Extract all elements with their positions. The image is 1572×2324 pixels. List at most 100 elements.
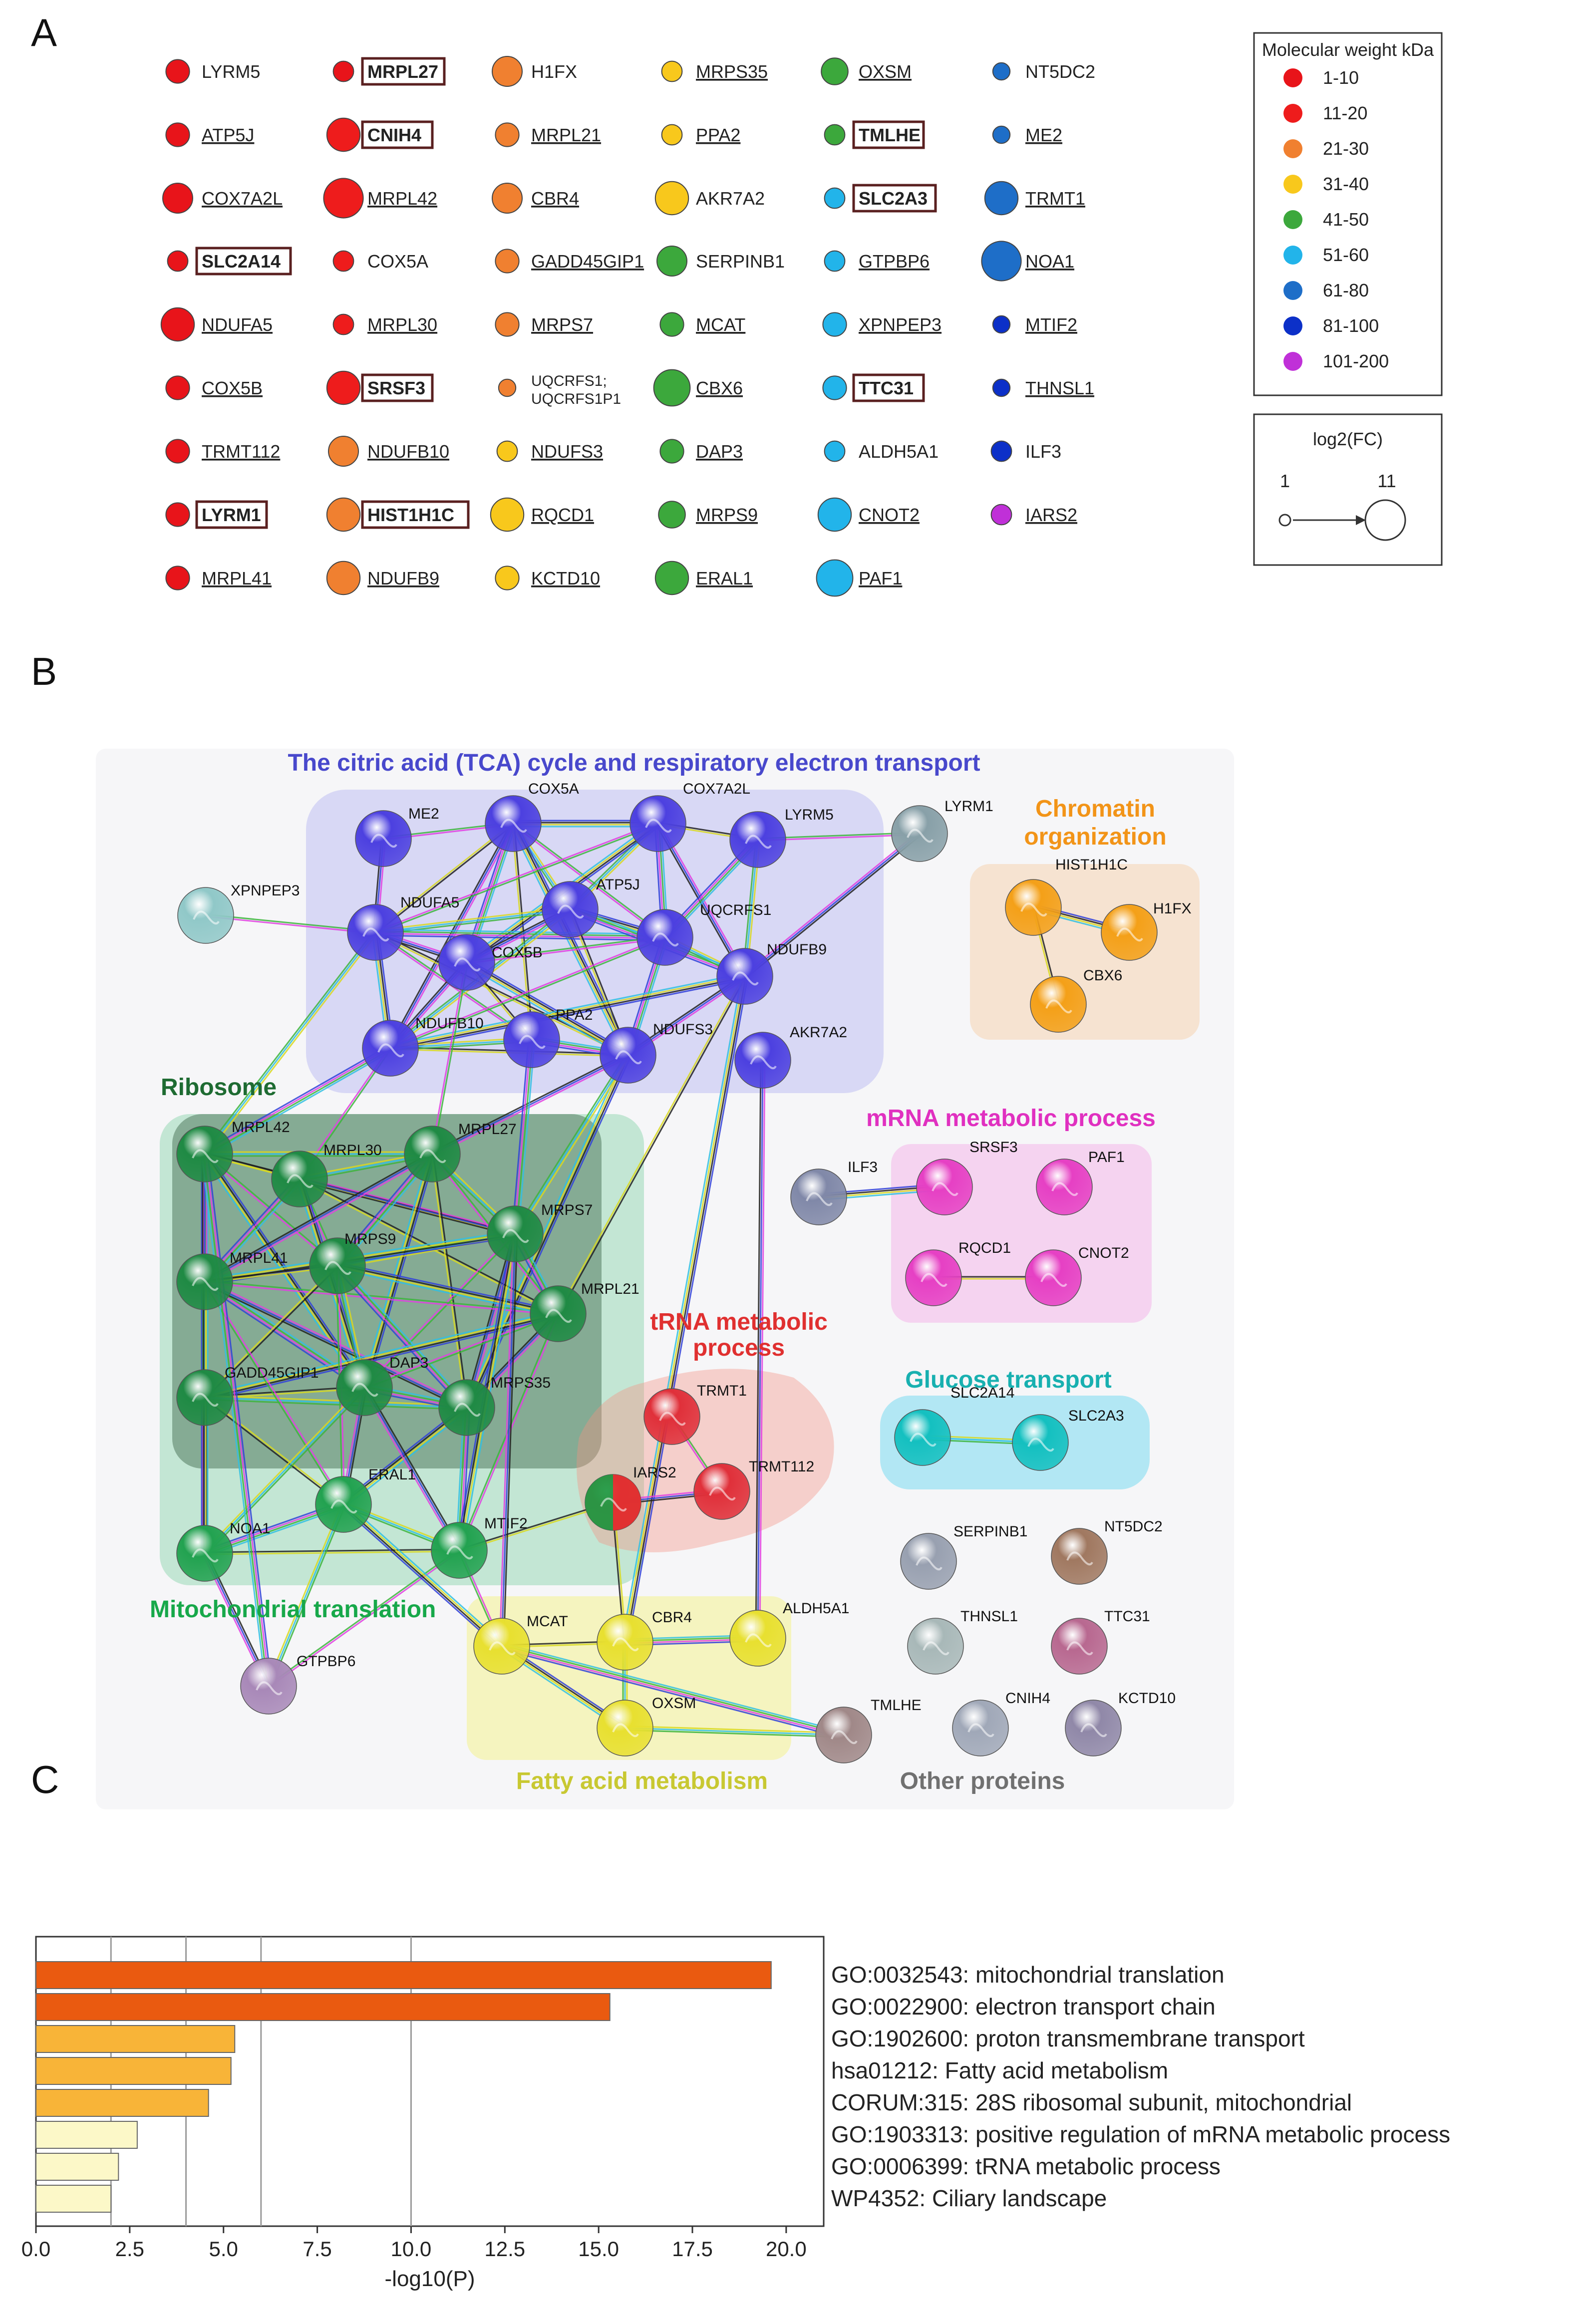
network-edge <box>364 1234 517 1389</box>
protein-marker-aldh5a1 <box>824 440 846 462</box>
network-node-ppa2: PPA2 <box>503 1007 593 1068</box>
protein-marker-ttc31 <box>822 375 847 400</box>
network-edge <box>374 822 658 932</box>
network-node-lyrm1: LYRM1 <box>891 798 993 862</box>
network-node-slc2a3: SLC2A3 <box>1012 1408 1124 1471</box>
network-node-serpinb1: SERPINB1 <box>900 1523 1027 1590</box>
network-edge <box>203 1154 337 1267</box>
network-edge <box>621 975 743 1642</box>
node-structure-glyph <box>745 1633 772 1648</box>
network-node-eral1: ERAL1 <box>315 1466 416 1533</box>
network-node-atp5j: ATP5J <box>542 876 640 938</box>
network-edge <box>204 1282 364 1389</box>
node-structure-glyph <box>831 1730 858 1744</box>
protein-marker-mtif2 <box>992 315 1011 334</box>
node-label: TRMT112 <box>749 1458 814 1475</box>
bar-category-label: GO:0032543: mitochondrial translation <box>831 1962 1225 1988</box>
node-label: PPA2 <box>556 1007 593 1023</box>
network-edge <box>655 824 744 978</box>
network-edge <box>205 1388 366 1555</box>
network-node-ttc31: TTC31 <box>1051 1608 1150 1675</box>
protein-label: MRPL42 <box>367 188 437 209</box>
network-edge <box>511 1039 530 1234</box>
node-label: MRPL27 <box>458 1121 517 1138</box>
network-edge <box>625 1729 844 1738</box>
network-edge <box>299 1180 515 1237</box>
group-title-chromatin-line2: organization <box>1024 824 1166 850</box>
group-title-mito: Mitochondrial translation <box>150 1596 436 1623</box>
network-edge <box>345 1501 505 1645</box>
protein-marker-me2 <box>992 125 1011 144</box>
protein-marker-cox5a <box>332 250 354 272</box>
legend-fc-arrowhead <box>1356 515 1366 525</box>
bar-category-label: hsa01212: Fatty acid metabolism <box>831 2057 1168 2083</box>
network-node-cbr4: CBR4 <box>597 1609 692 1671</box>
node-label: LYRM1 <box>944 798 993 815</box>
node-label: DAP3 <box>389 1355 428 1371</box>
network-edge <box>360 1153 430 1387</box>
network-edge <box>432 1054 629 1155</box>
protein-label: KCTD10 <box>531 568 600 588</box>
protein-marker-xpnpep3 <box>822 312 847 337</box>
network-edge <box>270 1504 346 1688</box>
bar-0 <box>35 1961 772 1989</box>
protein-marker-rqcd1 <box>490 497 525 532</box>
node-label: CBR4 <box>652 1609 692 1626</box>
network-edge <box>375 932 665 939</box>
node-label: NDUFB9 <box>767 941 827 958</box>
node-label: XPNPEP3 <box>231 882 300 899</box>
panel-a: LYRM5ATP5JCOX7A2LSLC2A14NDUFA5COX5BTRMT1… <box>160 56 1095 597</box>
node-label: COX5B <box>492 944 543 961</box>
node-structure-glyph <box>612 1723 639 1738</box>
network-edge <box>755 1060 762 1638</box>
protein-label: COX5B <box>202 378 263 398</box>
node-label: MRPS7 <box>541 1202 593 1218</box>
network-edge <box>757 1060 764 1639</box>
node-label: ALDH5A1 <box>783 1600 849 1617</box>
protein-marker-ndufs3 <box>496 440 518 462</box>
panel-label-a: A <box>31 10 57 54</box>
network-edge <box>430 962 467 1154</box>
bar-4 <box>35 2089 209 2117</box>
panel-c-bar-chart: GO:0032543: mitochondrial translationGO:… <box>21 1936 1450 2291</box>
protein-marker-mrps35 <box>661 60 683 82</box>
network-edge <box>366 1155 436 1389</box>
node-structure-glyph <box>192 1149 219 1163</box>
network-edge <box>202 930 375 1154</box>
protein-label: LYRM1 <box>202 505 261 525</box>
protein-marker-atp5j <box>165 122 190 147</box>
node-structure-glyph <box>652 932 679 947</box>
legend-fc-title: log2(FC) <box>1313 429 1383 449</box>
node-structure-glyph <box>557 904 584 919</box>
x-tick-label: 20.0 <box>766 2237 807 2261</box>
node-label: UQCRFS1 <box>700 902 771 918</box>
network-node-ndufb10: NDUFB10 <box>362 1015 484 1077</box>
node-label: MCAT <box>527 1613 568 1630</box>
network-node-gadd45gip1: GADD45GIP1 <box>176 1365 318 1426</box>
protein-label: SLC2A14 <box>202 251 281 272</box>
node-structure-glyph <box>370 834 397 848</box>
network-edge <box>205 1396 345 1504</box>
panel-label-c: C <box>31 1757 59 1801</box>
network-edge <box>203 1386 364 1553</box>
legend-mw-label: 31-40 <box>1323 174 1369 194</box>
network-edge <box>390 937 666 1050</box>
node-structure-glyph <box>489 1641 516 1656</box>
protein-label: TTC31 <box>859 378 914 398</box>
network-edge <box>502 1644 844 1735</box>
x-tick-label: 5.0 <box>209 2237 238 2261</box>
network-node-me2: ME2 <box>355 806 439 867</box>
protein-marker-gtpbp6 <box>824 250 846 272</box>
network-edge <box>205 933 378 1156</box>
x-tick-label: 2.5 <box>115 2237 144 2261</box>
protein-label: NDUFB10 <box>367 441 449 462</box>
bar-category-label: GO:1902600: proton transmembrane transpo… <box>831 2026 1305 2051</box>
protein-marker-cbx6 <box>653 369 691 407</box>
node-label: AKR7A2 <box>790 1024 847 1041</box>
legend-mw-swatch <box>1283 139 1302 158</box>
network-edge <box>375 824 515 934</box>
network-edge <box>337 1264 559 1314</box>
node-structure-glyph <box>419 1149 446 1163</box>
protein-label: CNIH4 <box>367 125 421 145</box>
protein-label: COX5A <box>367 251 428 272</box>
